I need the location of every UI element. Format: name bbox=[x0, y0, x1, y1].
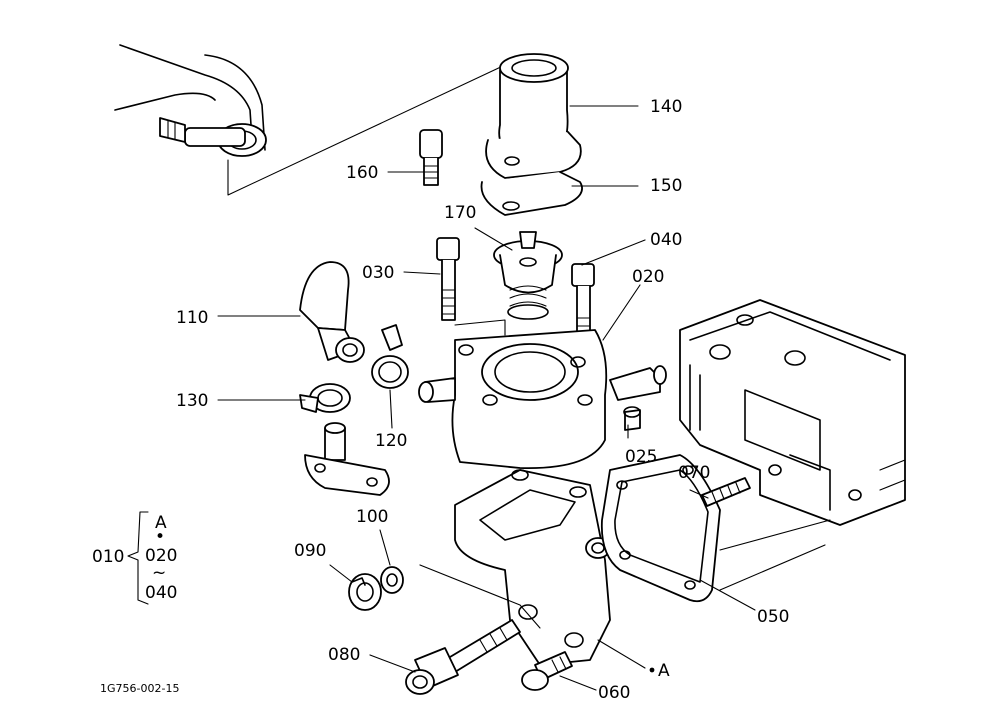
callout-110: 110 bbox=[176, 308, 208, 328]
assembly-group-010: 010 A • 020 ~ 040 bbox=[92, 513, 177, 603]
callout-040: 040 bbox=[650, 230, 682, 250]
leader-lines bbox=[127, 105, 831, 691]
callout-140: 140 bbox=[650, 97, 682, 117]
callout-120: 120 bbox=[375, 431, 407, 451]
callout-070: 070 bbox=[678, 463, 710, 483]
assembly-group-id: 010 bbox=[92, 547, 124, 567]
marker-dot-a bbox=[649, 667, 655, 673]
upper-hose bbox=[114, 44, 506, 196]
bypass-hose-110 bbox=[299, 261, 365, 363]
callout-170: 170 bbox=[444, 203, 476, 223]
bolt-030 bbox=[436, 237, 460, 321]
callout-130: 130 bbox=[176, 391, 208, 411]
assembly-group-middle: 020 bbox=[145, 546, 177, 566]
nipple-025 bbox=[609, 365, 667, 431]
callout-025: 025 bbox=[625, 447, 657, 467]
callout-080: 080 bbox=[328, 645, 360, 665]
callout-160: 160 bbox=[346, 163, 378, 183]
bolt-160 bbox=[419, 129, 443, 186]
thermostat-170 bbox=[493, 231, 563, 320]
drawing-reference-code: 1G756-002-15 bbox=[100, 682, 179, 695]
callout-050: 050 bbox=[757, 607, 789, 627]
gasket-050 bbox=[600, 454, 721, 603]
washer-100 bbox=[380, 566, 404, 594]
callout-060: 060 bbox=[598, 683, 630, 703]
callout-090: 090 bbox=[294, 541, 326, 561]
callout-100: 100 bbox=[356, 507, 388, 527]
bolt-080 bbox=[405, 619, 521, 695]
assembly-group-dot: • bbox=[155, 527, 165, 547]
engine-block bbox=[679, 299, 906, 526]
washer-090 bbox=[348, 573, 382, 611]
pipe-fitting bbox=[304, 422, 390, 496]
callout-150: 150 bbox=[650, 176, 682, 196]
assembly-group-bottom: 040 bbox=[145, 583, 177, 603]
callout-020: 020 bbox=[632, 267, 664, 287]
hose-clamp-130 bbox=[299, 383, 351, 413]
thermostat-housing-cover bbox=[480, 53, 583, 216]
assembly-group-tilde: ~ bbox=[152, 563, 166, 583]
thermostat-housing-body bbox=[418, 319, 608, 469]
callout-a: A bbox=[658, 661, 670, 681]
bolt-060 bbox=[521, 651, 573, 691]
stud-bolt-070 bbox=[701, 477, 751, 507]
lower-water-flange bbox=[454, 469, 611, 666]
callout-030: 030 bbox=[362, 263, 394, 283]
assembly-group-top: A bbox=[155, 513, 167, 533]
hose-clamp-120 bbox=[371, 324, 409, 389]
callout-labels: 140 150 160 170 040 030 020 110 130 120 … bbox=[176, 97, 789, 703]
